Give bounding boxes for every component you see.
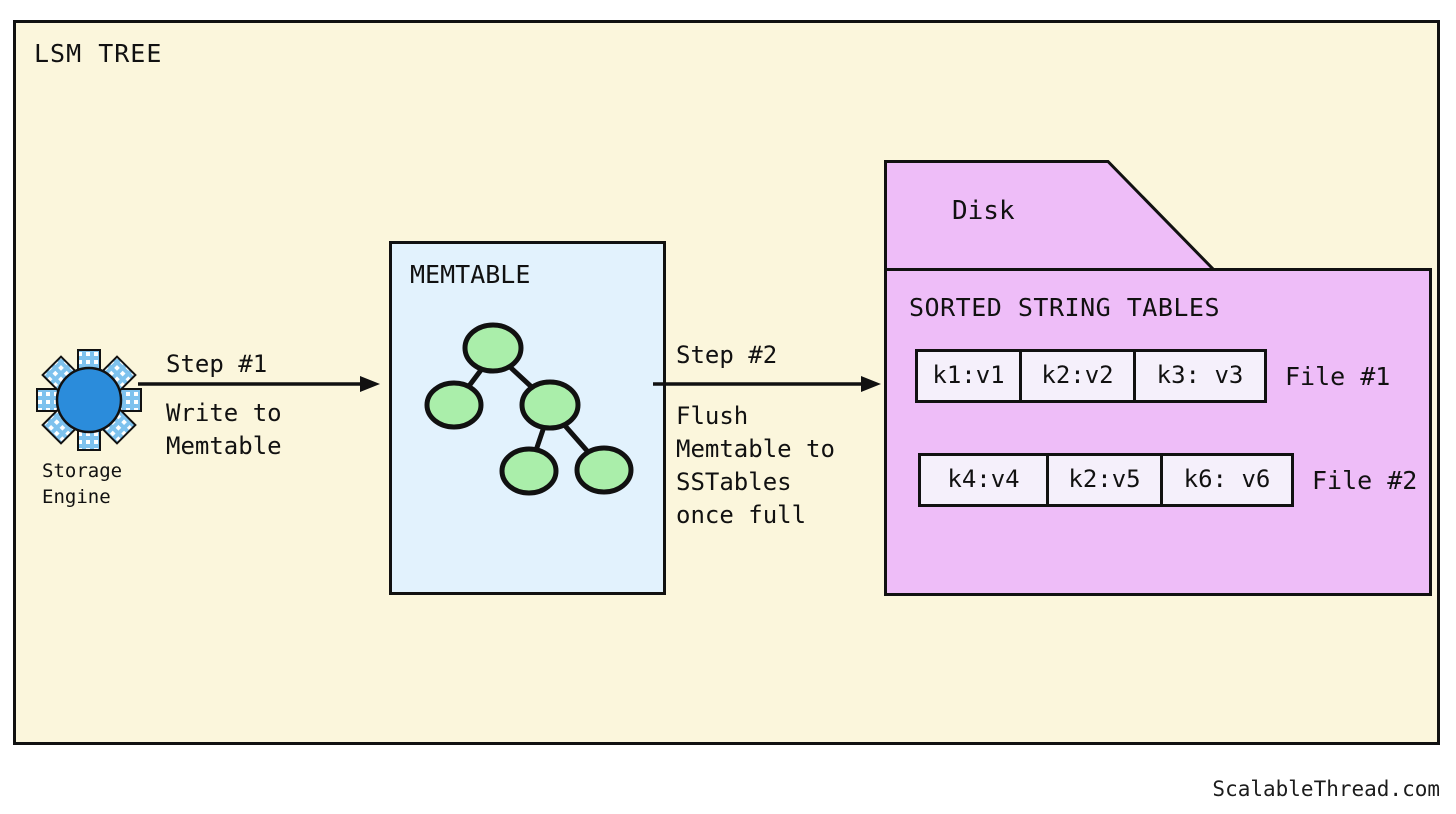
step-2-desc-line3: SSTables xyxy=(676,468,792,496)
diagram-frame: LSM TREE xyxy=(13,20,1440,745)
gear-icon xyxy=(34,348,144,453)
sstable-file-row: k4:v4 k2:v5 k6: v6 File #2 xyxy=(918,453,1417,507)
storage-engine-node: Storage Engine xyxy=(34,348,154,528)
step-2-description: Flush Memtable to SSTables once full xyxy=(676,400,835,532)
sstable-cell: k3: v3 xyxy=(1136,352,1264,400)
memtable-panel: MEMTABLE xyxy=(389,241,666,595)
step-1-desc-line2: Memtable xyxy=(166,432,282,460)
sstable-file-label: File #1 xyxy=(1285,361,1391,391)
folder-tab-shape xyxy=(884,160,1218,272)
sstable-cell: k6: v6 xyxy=(1163,456,1291,504)
tree-node xyxy=(499,446,559,496)
step-2-arrow xyxy=(653,373,881,395)
step-1-desc-line1: Write to xyxy=(166,399,282,427)
storage-engine-label-line1: Storage xyxy=(42,460,123,482)
sstables-panel: SORTED STRING TABLES k1:v1 k2:v2 k3: v3 … xyxy=(884,268,1432,596)
disk-folder: Disk SORTED STRING TABLES k1:v1 k2:v2 k3… xyxy=(884,160,1432,596)
tree-node xyxy=(574,445,634,495)
sstables-title: SORTED STRING TABLES xyxy=(909,293,1221,322)
sstable-cells: k4:v4 k2:v5 k6: v6 xyxy=(918,453,1294,507)
sstable-cell: k4:v4 xyxy=(921,456,1049,504)
storage-engine-label-line2: Engine xyxy=(42,486,111,508)
sstable-file-label: File #2 xyxy=(1312,465,1418,495)
step-2-desc-line4: once full xyxy=(676,501,807,529)
page-title: LSM TREE xyxy=(34,39,163,68)
tree-node xyxy=(519,379,581,431)
sstable-cell: k1:v1 xyxy=(918,352,1022,400)
step-2-label: Step #2 xyxy=(676,341,778,369)
sstable-file-row: k1:v1 k2:v2 k3: v3 File #1 xyxy=(915,349,1390,403)
tree-node xyxy=(462,322,524,374)
sstable-cell: k2:v2 xyxy=(1022,352,1136,400)
step-1-label: Step #1 xyxy=(166,350,268,378)
sstable-cells: k1:v1 k2:v2 k3: v3 xyxy=(915,349,1267,403)
tree-node xyxy=(424,380,484,430)
step-1-description: Write to Memtable xyxy=(166,397,282,463)
step-2-desc-line2: Memtable to xyxy=(676,435,835,463)
storage-engine-label: Storage Engine xyxy=(42,458,162,510)
sstable-cell: k2:v5 xyxy=(1049,456,1163,504)
step-2-desc-line1: Flush xyxy=(676,402,749,430)
memtable-title: MEMTABLE xyxy=(410,260,531,289)
watermark: ScalableThread.com xyxy=(1212,777,1440,801)
memtable-tree xyxy=(424,322,634,496)
disk-label: Disk xyxy=(952,196,1015,226)
step-1-arrow xyxy=(138,373,380,395)
